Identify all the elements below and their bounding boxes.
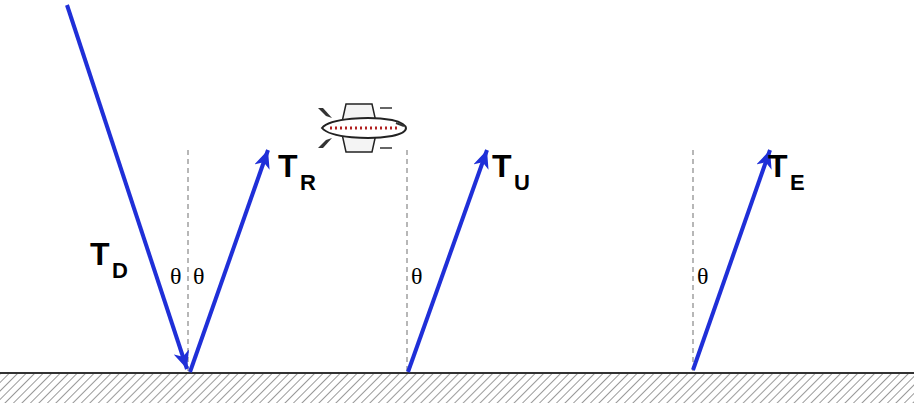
ground-hatch [0,373,914,403]
angle-symbol: θ [697,264,709,288]
subscript-letter: U [514,172,530,194]
normal-line [692,150,693,372]
normal-line [406,150,407,372]
subscript-letter: D [112,260,128,282]
symbol-letter: T [90,238,110,270]
symbol-letter: T [768,150,788,182]
emitted-ray [693,150,770,370]
subscript-letter: R [300,172,316,194]
symbol-letter: T [492,150,512,182]
ground-line [0,372,914,374]
downwelling-ray [67,5,187,369]
angle-symbol: θ [411,264,423,288]
angle-symbol: θ [193,264,205,288]
symbol-letter: T [278,150,298,182]
reflected-ray [190,150,268,372]
angle-symbol: θ [170,264,182,288]
airplane-icon [318,104,406,152]
normal-line [187,150,188,372]
upwelling-ray [408,150,487,372]
subscript-letter: E [790,172,805,194]
